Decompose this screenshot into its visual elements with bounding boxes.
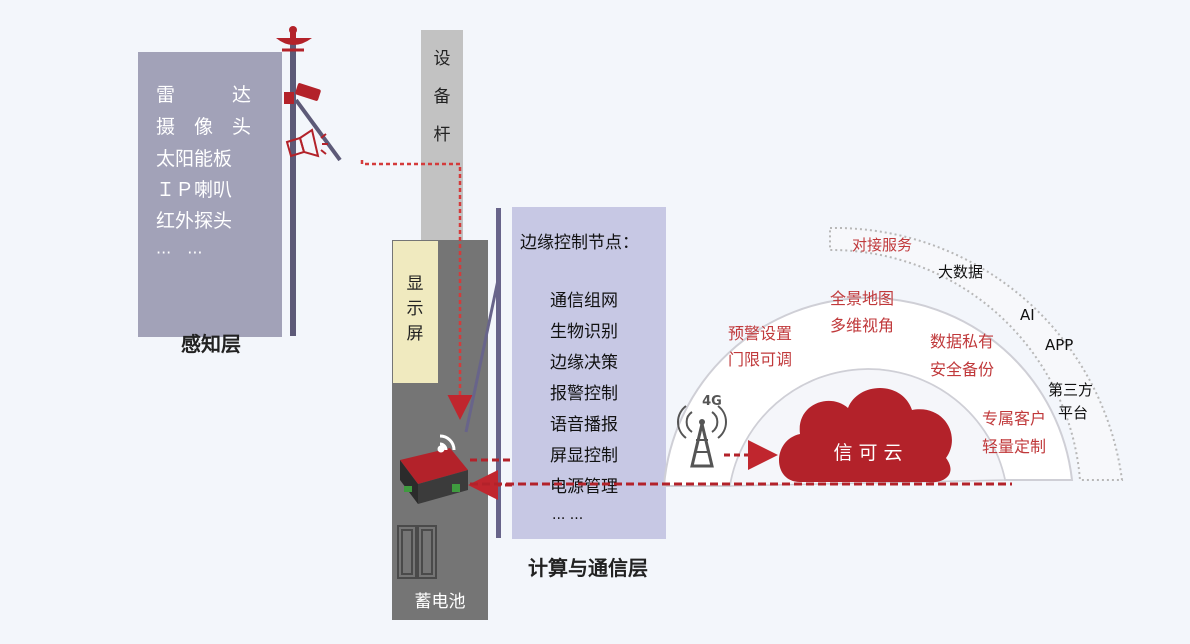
pole-label-char-1: 设 bbox=[434, 49, 451, 69]
battery-label: 蓄电池 bbox=[415, 592, 466, 612]
service-third-party: 第三方 bbox=[1048, 381, 1093, 399]
pole-label-char-3: 杆 bbox=[434, 125, 451, 145]
edge-node-item-3: 边缘决策 bbox=[550, 353, 618, 373]
perception-item-1: 雷 达 bbox=[156, 84, 251, 106]
display-label-char-2: 示 bbox=[407, 299, 424, 319]
equipment-pole-top bbox=[421, 30, 463, 240]
feature-alarm-setting: 预警设置 bbox=[728, 324, 792, 343]
feature-private-data: 数据私有 bbox=[930, 332, 994, 351]
pole-label-char-2: 备 bbox=[434, 87, 451, 107]
radar-dish-icon bbox=[276, 26, 312, 52]
battery-icon bbox=[397, 525, 437, 579]
perception-item-6: ··· ··· bbox=[156, 243, 203, 262]
sensor-pole bbox=[290, 44, 296, 336]
feature-panorama-map: 全景地图 bbox=[830, 289, 894, 308]
connector-line bbox=[464, 279, 500, 433]
perception-item-2: 摄 像 头 bbox=[156, 116, 251, 138]
cloud-label: 信 可 云 bbox=[833, 442, 902, 464]
service-platform: 平台 bbox=[1058, 404, 1088, 422]
cell-tower-icon: 4G bbox=[677, 394, 727, 468]
layer-separator bbox=[496, 208, 501, 538]
edge-node-heading: 边缘控制节点： bbox=[520, 233, 639, 253]
edge-node-item-8: ··· ··· bbox=[552, 511, 583, 527]
display-label-char-3: 屏 bbox=[407, 324, 424, 344]
service-big-data: 大数据 bbox=[938, 263, 983, 281]
feature-threshold: 门限可调 bbox=[728, 350, 792, 369]
edge-node-item-4: 报警控制 bbox=[550, 384, 618, 404]
outer-services-ring bbox=[829, 226, 1124, 481]
signal-label: 4G bbox=[702, 394, 722, 409]
perception-layer-title: 感知层 bbox=[181, 332, 241, 356]
display-screen bbox=[393, 241, 438, 383]
outer-ring-title: 对接服务 bbox=[852, 236, 912, 254]
service-ai: AI bbox=[1020, 306, 1035, 324]
feature-dedicated-client: 专属客户 bbox=[982, 409, 1046, 428]
service-app: APP bbox=[1045, 336, 1073, 354]
wifi-icon bbox=[437, 434, 456, 453]
display-label-char-1: 显 bbox=[407, 274, 424, 294]
edge-gateway-device-icon bbox=[400, 448, 468, 504]
perception-item-5: 红外探头 bbox=[156, 210, 232, 232]
perception-panel bbox=[138, 52, 282, 337]
cloud-icon bbox=[779, 388, 952, 483]
camera-icon bbox=[284, 83, 321, 104]
feature-multi-view: 多维视角 bbox=[830, 316, 894, 335]
edge-node-item-7: 电源管理 bbox=[550, 477, 618, 497]
loudspeaker-icon bbox=[285, 128, 328, 158]
perception-item-4: ＩＰ喇叭 bbox=[156, 179, 232, 201]
edge-node-item-2: 生物识别 bbox=[550, 322, 618, 342]
feature-secure-backup: 安全备份 bbox=[930, 360, 994, 379]
edge-node-item-6: 屏显控制 bbox=[550, 446, 618, 466]
sensor-data-flow-line bbox=[360, 160, 473, 420]
edge-node-item-5: 语音播报 bbox=[550, 415, 618, 435]
feature-light-custom: 轻量定制 bbox=[982, 437, 1046, 456]
compute-layer-title: 计算与通信层 bbox=[528, 556, 648, 580]
edge-node-item-1: 通信组网 bbox=[550, 291, 618, 311]
perception-item-3: 太阳能板 bbox=[156, 148, 232, 170]
pole-arm bbox=[294, 98, 342, 162]
